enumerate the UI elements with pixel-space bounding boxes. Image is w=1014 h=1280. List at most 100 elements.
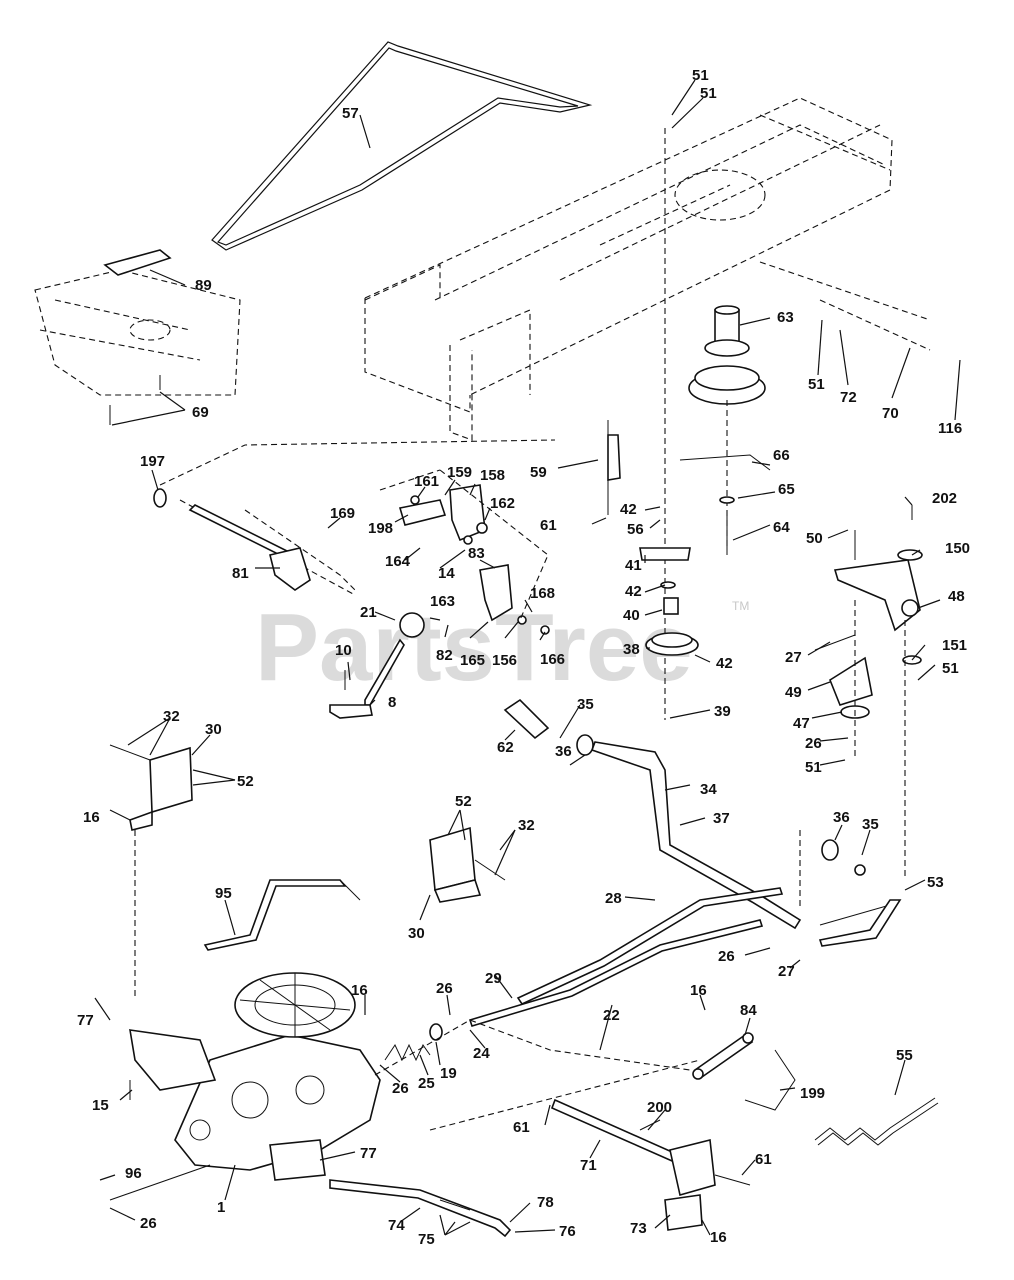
callout-51: 51: [805, 759, 822, 776]
callout-61: 61: [513, 1119, 530, 1136]
callout-78: 78: [537, 1194, 554, 1211]
callout-34: 34: [700, 781, 717, 798]
callout-52: 52: [237, 773, 254, 790]
callout-56: 56: [627, 521, 644, 538]
callout-15: 15: [92, 1097, 109, 1114]
callout-37: 37: [713, 810, 730, 827]
callout-159: 159: [447, 464, 472, 481]
callout-53: 53: [927, 874, 944, 891]
footrest-body: [34, 249, 241, 425]
callout-16: 16: [83, 809, 100, 826]
callout-50: 50: [806, 530, 823, 547]
callout-69: 69: [192, 404, 209, 421]
callout-156: 156: [492, 652, 517, 669]
brake-cross-rod: [550, 1098, 751, 1197]
callout-169: 169: [330, 505, 355, 522]
callout-116: 116: [938, 420, 962, 437]
callout-202: 202: [932, 490, 957, 507]
callout-51: 51: [942, 660, 959, 677]
callout-52: 52: [455, 793, 472, 810]
callout-21: 21: [360, 604, 377, 621]
callout-26: 26: [436, 980, 453, 997]
callout-16: 16: [710, 1229, 727, 1246]
clutch-spring: [374, 1019, 701, 1131]
brake-bracket: [664, 1194, 703, 1231]
callout-158: 158: [480, 467, 505, 484]
callout-198: 198: [368, 520, 393, 537]
callout-55: 55: [896, 1047, 913, 1064]
idler-bracket: [814, 505, 923, 880]
callout-48: 48: [948, 588, 965, 605]
callout-41: 41: [625, 557, 642, 574]
callout-77: 77: [77, 1012, 94, 1029]
callout-197: 197: [140, 453, 165, 470]
callout-29: 29: [485, 970, 502, 987]
bypass-rod: [203, 879, 361, 951]
callout-166: 166: [540, 651, 565, 668]
callout-36: 36: [555, 743, 572, 760]
shift-bracket-assembly: [379, 469, 550, 635]
transaxle: [109, 972, 381, 1201]
callout-81: 81: [232, 565, 249, 582]
engine-pulley-stack: [607, 128, 771, 720]
callout-76: 76: [559, 1223, 576, 1240]
callout-64: 64: [773, 519, 790, 536]
callout-164: 164: [385, 553, 411, 570]
callout-163: 163: [430, 593, 455, 610]
callout-77: 77: [360, 1145, 377, 1162]
callout-22: 22: [603, 1007, 620, 1024]
callout-30: 30: [408, 925, 425, 942]
callout-42: 42: [620, 501, 637, 518]
callout-61: 61: [755, 1151, 772, 1168]
callout-51: 51: [692, 67, 709, 84]
callout-36: 36: [833, 809, 850, 826]
brake-link: [692, 1032, 796, 1111]
callout-165: 165: [460, 652, 485, 669]
callout-200: 200: [647, 1099, 672, 1116]
leader-lines: [94, 79, 961, 1236]
extension-spring: [814, 1097, 939, 1146]
tractor-frame: [364, 97, 931, 441]
callout-32: 32: [518, 817, 535, 834]
callout-70: 70: [882, 405, 899, 422]
callout-51: 51: [808, 376, 825, 393]
callout-63: 63: [777, 309, 794, 326]
callout-27: 27: [778, 963, 795, 980]
callout-25: 25: [418, 1075, 435, 1092]
callout-47: 47: [793, 715, 810, 732]
shift-rod: [153, 439, 556, 596]
callout-65: 65: [778, 481, 795, 498]
callout-49: 49: [785, 684, 802, 701]
callout-199: 199: [800, 1085, 825, 1102]
callout-35: 35: [862, 816, 879, 833]
callout-89: 89: [195, 277, 212, 294]
watermark: PartsTree: [255, 594, 693, 701]
callout-42: 42: [716, 655, 733, 672]
callout-26: 26: [805, 735, 822, 752]
shift-lever: [329, 612, 425, 719]
callout-151: 151: [942, 637, 967, 654]
callout-150: 150: [945, 540, 970, 557]
callout-8: 8: [388, 694, 396, 711]
callout-39: 39: [714, 703, 731, 720]
callout-26: 26: [392, 1080, 409, 1097]
callout-40: 40: [623, 607, 640, 624]
brake-rod: [468, 887, 902, 1027]
callout-161: 161: [414, 473, 439, 490]
callout-74: 74: [388, 1217, 405, 1234]
drive-belt: [211, 41, 593, 251]
callout-75: 75: [418, 1231, 435, 1248]
callout-66: 66: [773, 447, 790, 464]
callout-51: 51: [700, 85, 717, 102]
callout-61: 61: [540, 517, 557, 534]
callout-96: 96: [125, 1165, 142, 1182]
watermark-trademark: TM: [732, 599, 749, 613]
callout-10: 10: [335, 642, 352, 659]
mounting-bracket-middle: [429, 826, 506, 903]
callout-71: 71: [580, 1157, 597, 1174]
callout-38: 38: [623, 641, 640, 658]
callout-24: 24: [473, 1045, 490, 1062]
mounting-bracket-left: [109, 744, 193, 1000]
callout-labels: 57 51 51 89 69 63 51 72 70 116 197 161 1…: [77, 67, 970, 1248]
